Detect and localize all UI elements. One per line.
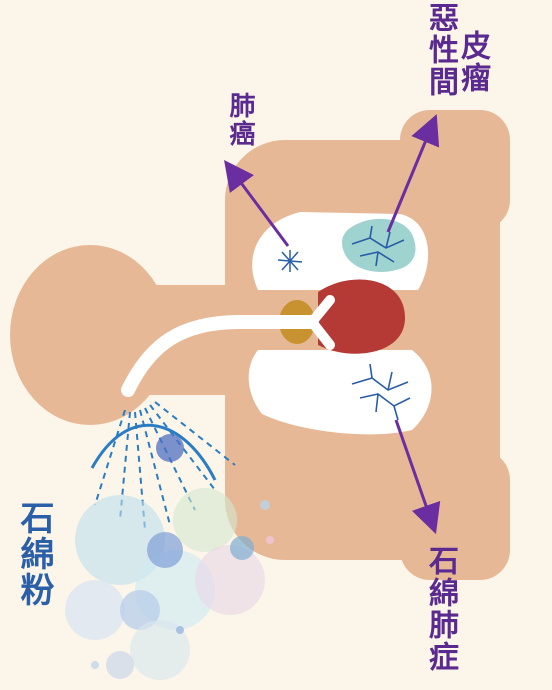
label-asbestosis: 石綿肺症 xyxy=(418,545,462,673)
label-asbestos-dust: 石綿粉 xyxy=(10,500,59,608)
spray-arc xyxy=(92,425,215,480)
label-mesothelioma-line2: 皮瘤 xyxy=(450,30,494,94)
label-lung-cancer: 肺癌 xyxy=(222,92,259,148)
shoulder-left xyxy=(400,110,510,230)
body-silhouette xyxy=(10,110,510,580)
